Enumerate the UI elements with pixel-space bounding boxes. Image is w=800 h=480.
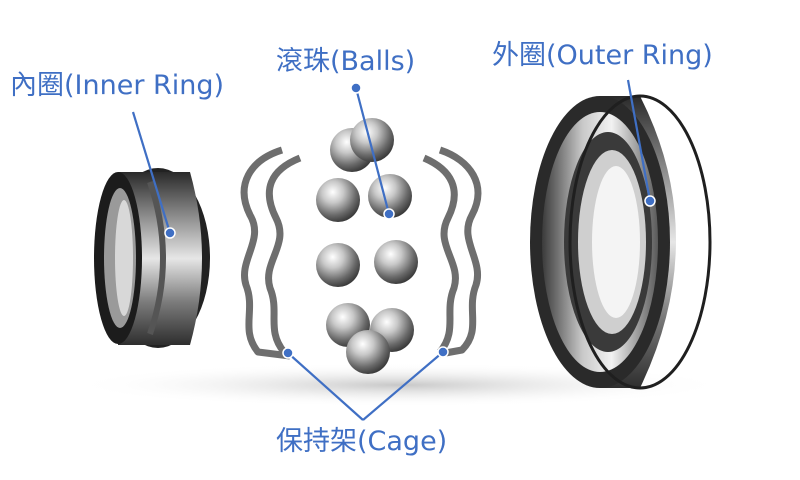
leader-cage-right-dot <box>437 346 449 358</box>
label-cage: 保持架(Cage) <box>276 426 448 457</box>
outer-ring <box>530 94 712 390</box>
label-balls: 滾珠(Balls) <box>276 46 416 77</box>
inner-ring <box>94 168 210 348</box>
label-inner-ring: 內圈(Inner Ring) <box>10 70 225 101</box>
ball <box>350 118 394 162</box>
leader-cage-left <box>287 352 364 421</box>
cage-right <box>422 146 482 358</box>
floor-shadow <box>70 363 730 407</box>
label-outer-ring: 外圈(Outer Ring) <box>492 40 713 71</box>
ball <box>368 174 412 218</box>
leader-lines <box>131 79 656 421</box>
leader-cage-right <box>362 351 444 421</box>
leader-balls-dot-end <box>383 208 395 220</box>
leader-inner-ring-dot <box>164 227 176 239</box>
leader-inner-ring <box>131 111 172 234</box>
cage-left <box>240 146 302 360</box>
ball <box>346 330 390 374</box>
leader-outer-ring-dot <box>644 195 656 207</box>
leader-cage-left-dot <box>282 347 294 359</box>
ball <box>316 178 360 222</box>
ball <box>316 243 360 287</box>
balls <box>316 118 418 374</box>
ball <box>374 240 418 284</box>
leader-outer-ring <box>626 79 652 202</box>
leader-balls <box>354 87 391 215</box>
leader-balls-dot <box>350 82 362 94</box>
